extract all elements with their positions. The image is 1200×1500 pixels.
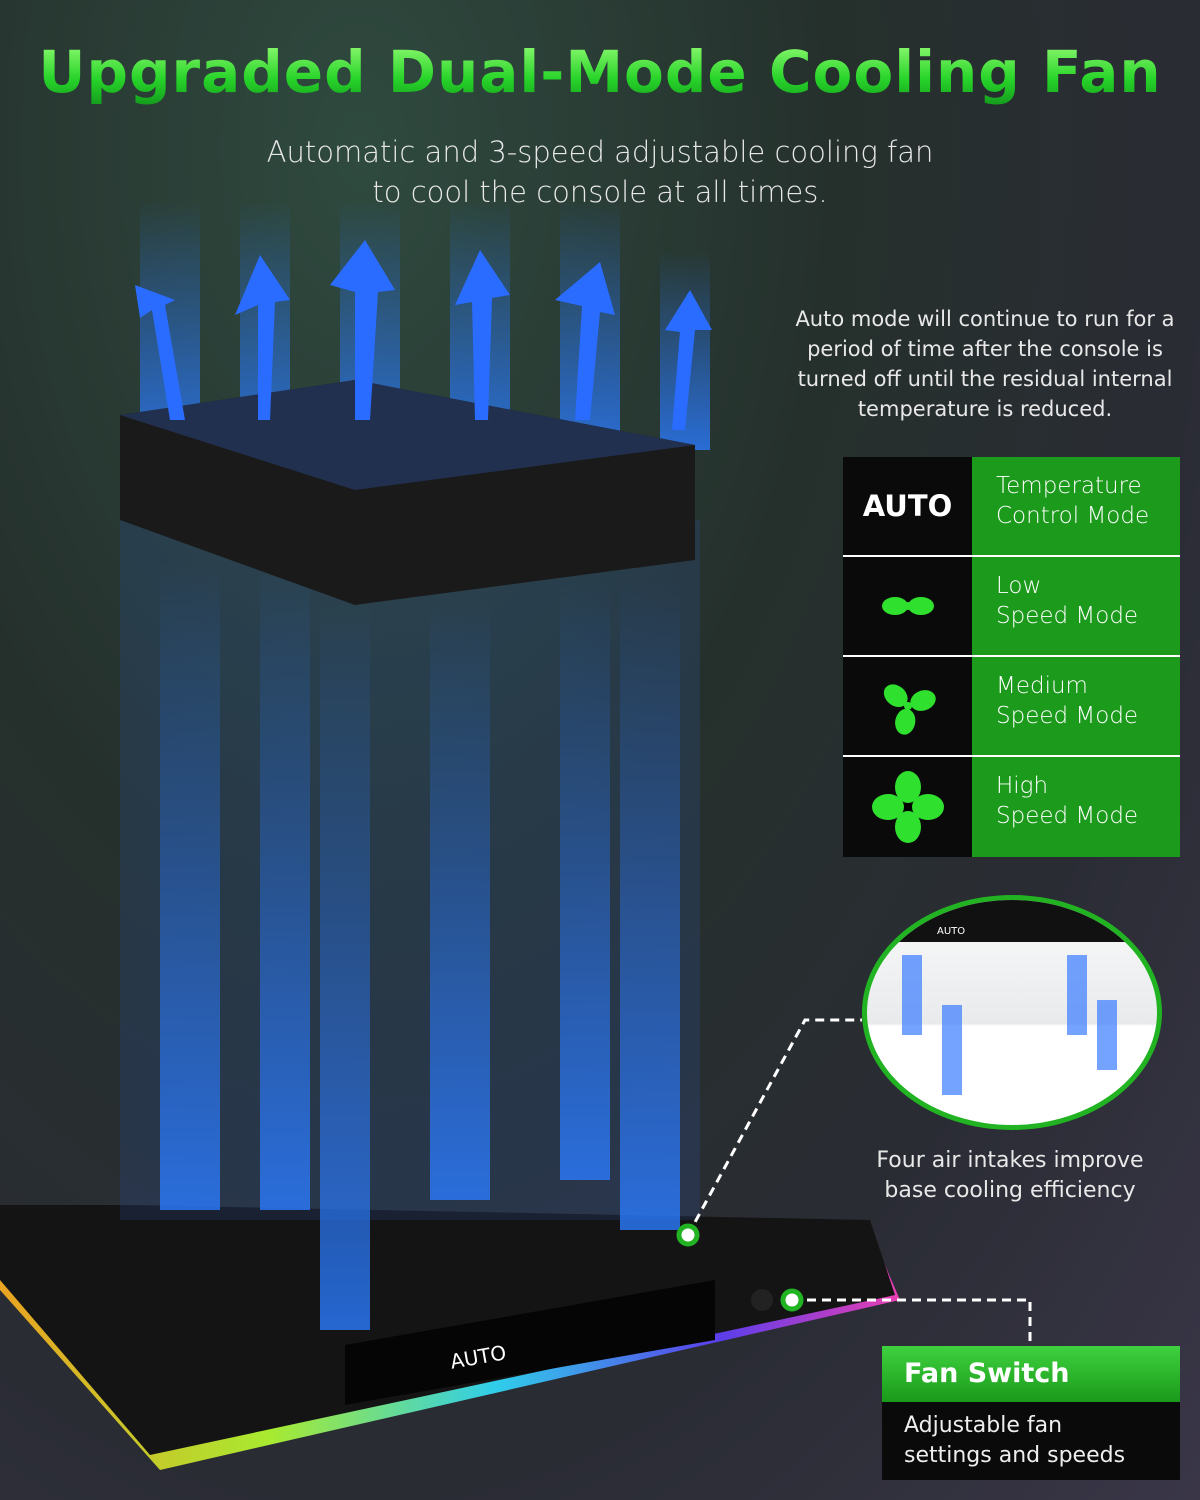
fan-switch-button xyxy=(751,1289,773,1311)
airflow-arrows xyxy=(135,240,712,430)
charging-base xyxy=(0,1205,900,1470)
medium-fan-icon xyxy=(843,657,972,755)
mode-desc: Control Mode xyxy=(996,503,1150,529)
low-fan-icon xyxy=(843,557,972,655)
headline: Upgraded Dual-Mode Cooling Fan xyxy=(0,38,1200,106)
fan-switch-title: Fan Switch xyxy=(882,1346,1180,1402)
fan-switch-desc-line: settings and speeds xyxy=(904,1443,1126,1468)
mode-name: High xyxy=(996,773,1049,799)
mode-name: Temperature xyxy=(996,473,1142,499)
fan-switch-desc-line: Adjustable fan xyxy=(904,1413,1063,1438)
intake-marker xyxy=(676,1223,700,1247)
leader-line xyxy=(686,1018,862,1236)
inset-auto-label: AUTO xyxy=(937,926,966,937)
subtitle: Automatic and 3-speed adjustable cooling… xyxy=(0,132,1200,212)
subtitle-line: Automatic and 3-speed adjustable cooling… xyxy=(266,135,934,169)
mode-name: Low xyxy=(996,573,1042,599)
fan-switch-desc: Adjustable fan settings and speeds xyxy=(882,1402,1180,1480)
mode-desc: Speed Mode xyxy=(996,703,1139,729)
fan-switch-marker xyxy=(780,1288,804,1312)
mode-desc: Speed Mode xyxy=(996,803,1139,829)
intake-caption: Four air intakes improve base cooling ef… xyxy=(876,1148,1144,1203)
airflow-beams xyxy=(140,200,710,1330)
high-fan-icon xyxy=(843,757,972,857)
auto-mode-note: Auto mode will continue to run for a per… xyxy=(795,307,1175,421)
air-intake-closeup: AUTO xyxy=(862,895,1162,1130)
leader-line xyxy=(792,1298,1032,1346)
mode-name: Medium xyxy=(996,673,1088,699)
auto-label: AUTO xyxy=(843,457,972,555)
mode-desc: Speed Mode xyxy=(996,603,1139,629)
subtitle-line: to cool the console at all times. xyxy=(372,175,828,209)
